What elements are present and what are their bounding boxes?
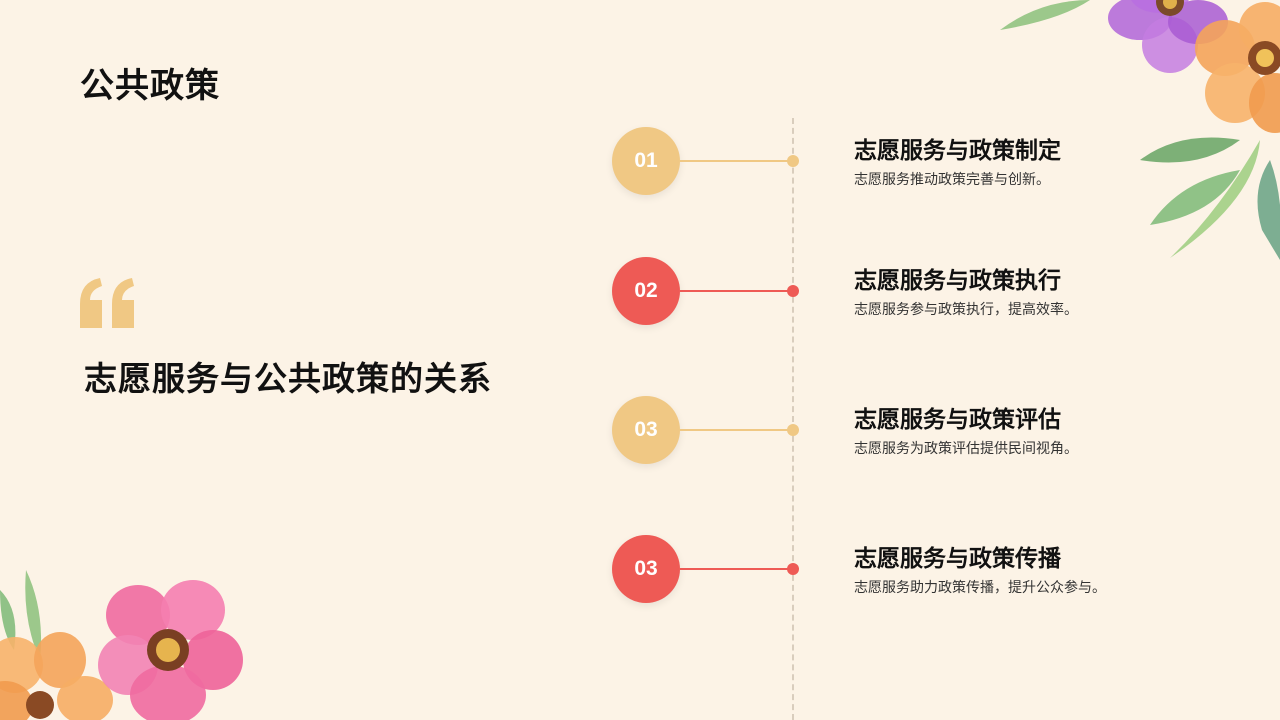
step-title: 志愿服务与政策评估	[854, 407, 1061, 433]
step-title: 志愿服务与政策制定	[854, 138, 1061, 164]
step-number-badge: 02	[612, 257, 680, 325]
step-dot	[787, 424, 799, 436]
step-description: 志愿服务推动政策完善与创新。	[854, 172, 1050, 188]
step-dot	[787, 285, 799, 297]
step-item: 03 志愿服务与政策传播 志愿服务助力政策传播，提升公众参与。	[0, 535, 1280, 615]
step-description: 志愿服务助力政策传播，提升公众参与。	[854, 580, 1106, 596]
step-dot	[787, 155, 799, 167]
step-description: 志愿服务为政策评估提供民间视角。	[854, 441, 1078, 457]
step-title: 志愿服务与政策执行	[854, 268, 1061, 294]
step-item: 01 志愿服务与政策制定 志愿服务推动政策完善与创新。	[0, 127, 1280, 207]
step-item: 02 志愿服务与政策执行 志愿服务参与政策执行，提高效率。	[0, 257, 1280, 337]
flower-decoration-bottom-left-icon	[0, 570, 243, 720]
step-title: 志愿服务与政策传播	[854, 546, 1061, 572]
page-title: 公共政策	[80, 66, 220, 106]
step-connector	[680, 290, 792, 292]
step-connector	[680, 568, 792, 570]
step-number-badge: 03	[612, 535, 680, 603]
flower-decoration-top-right-icon	[1000, 0, 1280, 260]
timeline-line	[792, 118, 794, 720]
step-dot	[787, 563, 799, 575]
step-number-badge: 01	[612, 127, 680, 195]
step-item: 03 志愿服务与政策评估 志愿服务为政策评估提供民间视角。	[0, 396, 1280, 476]
step-connector	[680, 160, 792, 162]
step-description: 志愿服务参与政策执行，提高效率。	[854, 302, 1078, 318]
step-number-badge: 03	[612, 396, 680, 464]
main-heading: 志愿服务与公共政策的关系	[84, 359, 492, 398]
step-connector	[680, 429, 792, 431]
quote-mark-icon	[80, 278, 134, 328]
